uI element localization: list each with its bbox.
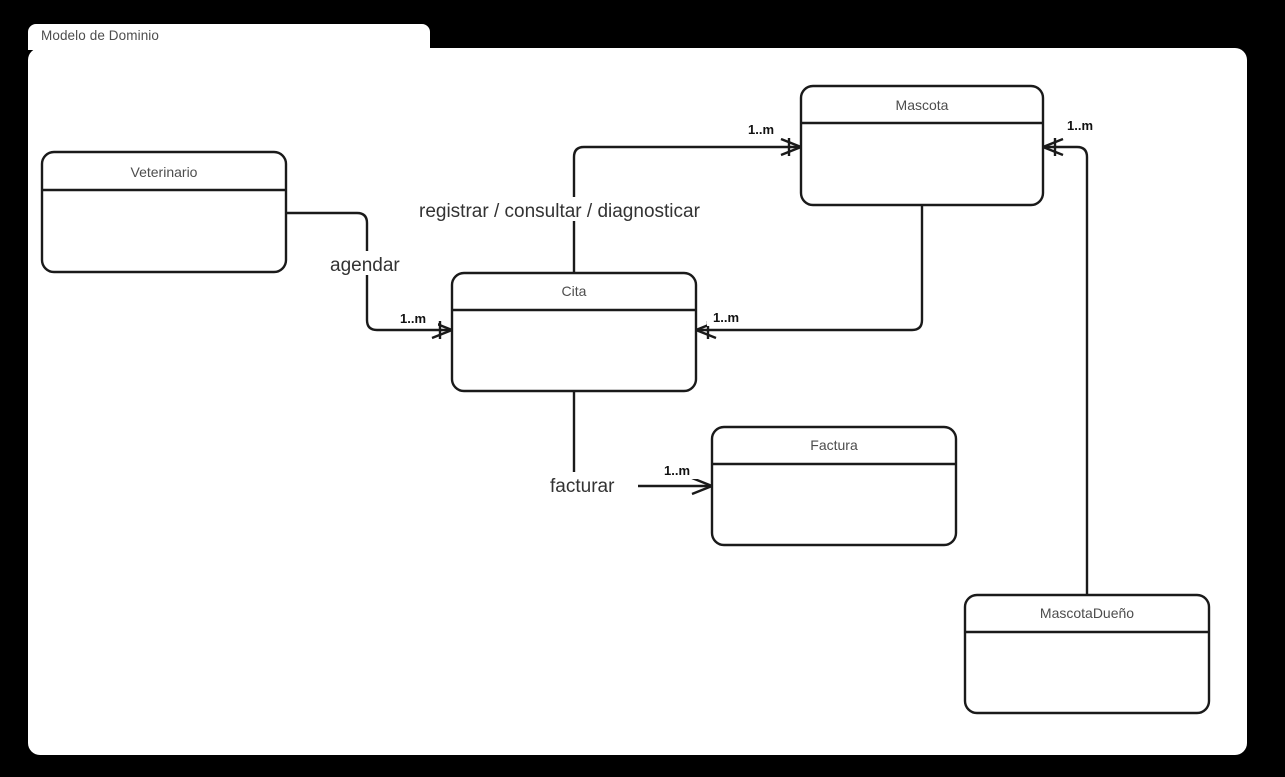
class-title-cita: Cita [562,283,587,299]
edge-label-bg-facturar [546,472,638,496]
class-box-factura[interactable]: Factura [710,425,958,547]
edge-label-bg-registrar [416,197,734,221]
edge-label-bg-agendar [326,251,412,275]
edge-mascota-mascotadueno[interactable] [1042,137,1089,595]
class-box-mascotadueno[interactable]: MascotaDueño [963,593,1211,715]
class-title-veterinario: Veterinario [131,164,198,180]
mult-bg-cita-right [707,309,751,326]
edge-label-facturar: facturar [550,476,615,497]
multiplicity-mascota-right: 1..m [1067,118,1093,133]
class-title-factura: Factura [810,437,858,453]
class-title-mascota: Mascota [896,97,949,113]
crowfoot-factura-left [691,476,713,496]
multiplicity-cita-right: 1..m [713,310,739,325]
class-frame-mascotadueno [963,593,1211,715]
mult-bg-factura-left [658,462,702,479]
edge-labels: agendar registrar / consultar / diagnost… [326,197,734,497]
mult-bg-mascota-right [1061,117,1105,134]
class-frame-factura [710,425,958,547]
class-box-cita[interactable]: Cita [450,271,698,393]
edge-label-registrar: registrar / consultar / diagnosticar [419,201,701,222]
multiplicity-mascota-left: 1..m [748,122,774,137]
edge-label-agendar: agendar [330,255,400,276]
class-frame-mascota [799,84,1045,207]
multiplicity-factura-left: 1..m [664,463,690,478]
crowfoot-mascota-right [1042,137,1064,157]
class-box-mascota[interactable]: Mascota [799,84,1045,207]
mult-bg-mascota-left [742,121,786,138]
class-frame-cita [450,271,698,393]
crowfoot-cita-left [431,320,453,340]
class-title-mascotadueno: MascotaDueño [1040,605,1134,621]
mult-bg-cita-left [394,310,438,327]
edge-cita-mascota[interactable] [572,137,802,273]
multiplicity-labels: 1..m 1..m 1..m 1..m 1..m [394,117,1105,479]
crowfoot-mascota-left [780,137,802,157]
class-box-veterinario[interactable]: Veterinario [40,150,288,274]
window-title-label: Modelo de Dominio [41,28,160,43]
multiplicity-cita-left: 1..m [400,311,426,326]
class-frame-veterinario [40,150,288,274]
window-title-tab[interactable] [28,24,430,50]
